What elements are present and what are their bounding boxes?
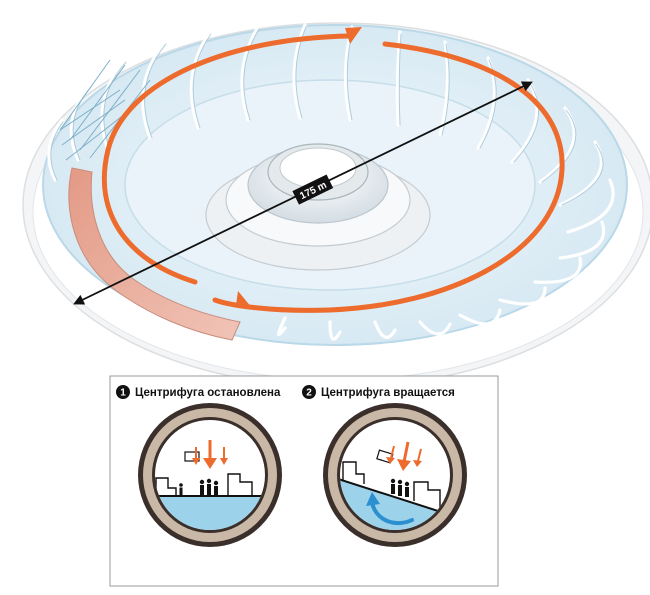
panel2-caption: Центрифуга вращается: [321, 387, 455, 399]
panel2-cross-section: [323, 403, 467, 547]
panel2-gravity-arrows: [386, 441, 422, 471]
panel1-caption: Центрифуга остановлена: [135, 387, 281, 399]
panel1-buildings: [155, 473, 253, 496]
panel2-people: [390, 478, 410, 497]
panel2-buildings: [342, 461, 441, 509]
panel2-rotation-arrowhead: [366, 492, 380, 506]
panel1-sign: [184, 451, 200, 462]
panel1-number-badge: [116, 385, 130, 399]
panel1-people: [179, 478, 219, 496]
panel1-number: 1: [120, 388, 126, 399]
legend-panel: 1 Центрифуга остановлена 2 Центрифуга вр…: [109, 375, 499, 587]
torus-station: 175 m: [22, 22, 650, 388]
panel2-number: 2: [306, 388, 312, 399]
panel1-gravity-arrows: [192, 440, 228, 469]
panel2-rotation-arrow: [370, 500, 414, 526]
panel1-cross-section: [138, 403, 282, 547]
panel2-number-badge: [302, 385, 316, 399]
